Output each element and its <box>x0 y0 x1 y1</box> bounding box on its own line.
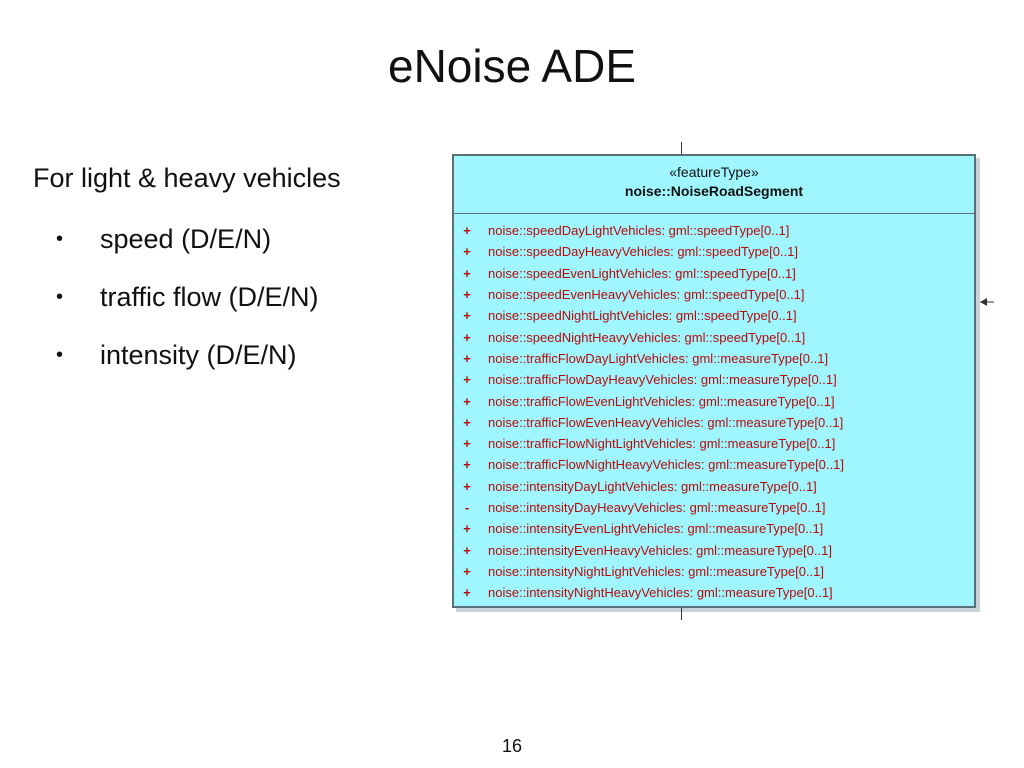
attribute-visibility-marker: + <box>463 244 471 260</box>
bullet-dot-icon: • <box>56 286 64 308</box>
attribute-visibility-marker: + <box>463 521 471 537</box>
attribute-visibility-marker: + <box>463 393 471 409</box>
bullet-dot-icon: • <box>56 228 64 250</box>
uml-attribute-row: + noise::trafficFlowEvenHeavyVehicles: gm… <box>454 412 974 433</box>
slide-title: eNoise ADE <box>387 40 636 92</box>
attribute-visibility-marker: + <box>463 329 471 345</box>
uml-attribute-row: + noise::intensityDayLightVehicles: gml::… <box>454 476 974 497</box>
attribute-visibility-marker: + <box>463 563 471 579</box>
uml-class-name: noise::NoiseRoadSegment <box>624 183 804 199</box>
attribute-visibility-marker: + <box>463 542 471 558</box>
attribute-text: noise::intensityEvenLightVehicles: gml::… <box>488 521 824 537</box>
attribute-visibility-marker: + <box>463 372 471 388</box>
association-arrow-icon <box>980 298 994 306</box>
attribute-text: noise::speedEvenLightVehicles: gml::spee… <box>488 265 796 281</box>
attribute-visibility-marker: + <box>463 436 471 452</box>
attribute-text: noise::intensityEvenHeavyVehicles: gml::… <box>488 542 832 558</box>
attribute-text: noise::speedEvenHeavyVehicles: gml::spee… <box>488 287 805 303</box>
bullet-label: traffic flow (D/E/N) <box>100 281 319 312</box>
uml-class-header: «featureType» noise::NoiseRoadSegment <box>454 156 974 214</box>
attribute-visibility-marker: + <box>463 223 471 239</box>
attribute-visibility-marker: + <box>463 478 471 494</box>
connector-line-bottom <box>681 608 682 620</box>
attribute-text: noise::speedDayLightVehicles: gml::speed… <box>488 223 790 239</box>
uml-attribute-row: + noise::speedNightHeavyVehicles: gml::sp… <box>454 326 974 347</box>
uml-attribute-row: + noise::trafficFlowNightHeavyVehicles: g… <box>454 454 974 475</box>
attribute-text: noise::speedNightLightVehicles: gml::spe… <box>488 308 797 324</box>
bullet-item-traffic-flow: • traffic flow (D/E/N) <box>56 277 319 317</box>
attribute-text: noise::trafficFlowNightHeavyVehicles: gm… <box>488 457 844 473</box>
uml-attribute-row: + noise::trafficFlowDayHeavyVehicles: gml… <box>454 369 974 390</box>
attribute-text: noise::trafficFlowDayLightVehicles: gml:… <box>488 350 829 366</box>
uml-attribute-row: + noise::trafficFlowEvenLightVehicles: gm… <box>454 390 974 411</box>
attribute-visibility-marker: + <box>463 350 471 366</box>
bullet-list: • speed (D/E/N) • traffic flow (D/E/N) •… <box>56 219 319 393</box>
attribute-visibility-marker: + <box>463 265 471 281</box>
page-number: 16 <box>501 736 523 756</box>
uml-attribute-row: + noise::speedDayLightVehicles: gml::spee… <box>454 220 974 241</box>
attribute-text: noise::intensityDayHeavyVehicles: gml::m… <box>488 500 826 515</box>
attribute-text: noise::speedNightHeavyVehicles: gml::spe… <box>488 329 806 345</box>
attribute-visibility-marker: - <box>464 500 470 515</box>
uml-attribute-row: + noise::speedEvenLightVehicles: gml::spe… <box>454 263 974 284</box>
bullet-label: speed (D/E/N) <box>100 223 272 254</box>
attribute-visibility-marker: + <box>463 308 471 324</box>
attribute-visibility-marker: + <box>463 585 471 601</box>
uml-attribute-row: + noise::intensityEvenHeavyVehicles: gml:… <box>454 539 974 560</box>
attribute-text: noise::trafficFlowEvenLightVehicles: gml… <box>488 393 835 409</box>
bullet-label: intensity (D/E/N) <box>100 339 297 370</box>
uml-attribute-row: + noise::intensityNightHeavyVehicles: gml… <box>454 582 974 603</box>
attribute-text: noise::speedDayHeavyVehicles: gml::speed… <box>488 244 799 260</box>
attribute-text: noise::trafficFlowNightLightVehicles: gm… <box>488 436 836 452</box>
bullet-dot-icon: • <box>56 344 64 366</box>
uml-attribute-row: + noise::speedEvenHeavyVehicles: gml::spe… <box>454 284 974 305</box>
bullet-item-speed: • speed (D/E/N) <box>56 219 319 259</box>
attribute-text: noise::trafficFlowDayHeavyVehicles: gml:… <box>488 372 837 388</box>
uml-attribute-row: - noise::intensityDayHeavyVehicles: gml::… <box>454 497 974 518</box>
lead-text: For light & heavy vehicles <box>33 163 341 193</box>
uml-attribute-row: + noise::speedNightLightVehicles: gml::sp… <box>454 305 974 326</box>
uml-attribute-row: + noise::trafficFlowDayLightVehicles: gml… <box>454 348 974 369</box>
attribute-visibility-marker: + <box>463 414 471 430</box>
uml-attribute-row: + noise::intensityNightLightVehicles: gml… <box>454 561 974 582</box>
uml-attribute-row: + noise::speedDayHeavyVehicles: gml::spee… <box>454 241 974 262</box>
uml-stereotype: «featureType» <box>669 164 759 180</box>
uml-attribute-row: + noise::intensityEvenLightVehicles: gml:… <box>454 518 974 539</box>
connector-line-top <box>681 142 682 154</box>
attribute-text: noise::intensityNightLightVehicles: gml:… <box>488 563 825 579</box>
uml-attribute-row: + noise::trafficFlowNightLightVehicles: g… <box>454 433 974 454</box>
attribute-text: noise::intensityDayLightVehicles: gml::m… <box>488 478 817 494</box>
attribute-text: noise::intensityNightHeavyVehicles: gml:… <box>488 585 833 601</box>
attribute-visibility-marker: + <box>463 287 471 303</box>
attribute-visibility-marker: + <box>463 457 471 473</box>
uml-attribute-list: + noise::speedDayLightVehicles: gml::spee… <box>454 214 974 603</box>
uml-class-box: «featureType» noise::NoiseRoadSegment +n… <box>452 154 976 608</box>
attribute-text: noise::trafficFlowEvenHeavyVehicles: gml… <box>488 414 844 430</box>
bullet-item-intensity: • intensity (D/E/N) <box>56 335 319 375</box>
